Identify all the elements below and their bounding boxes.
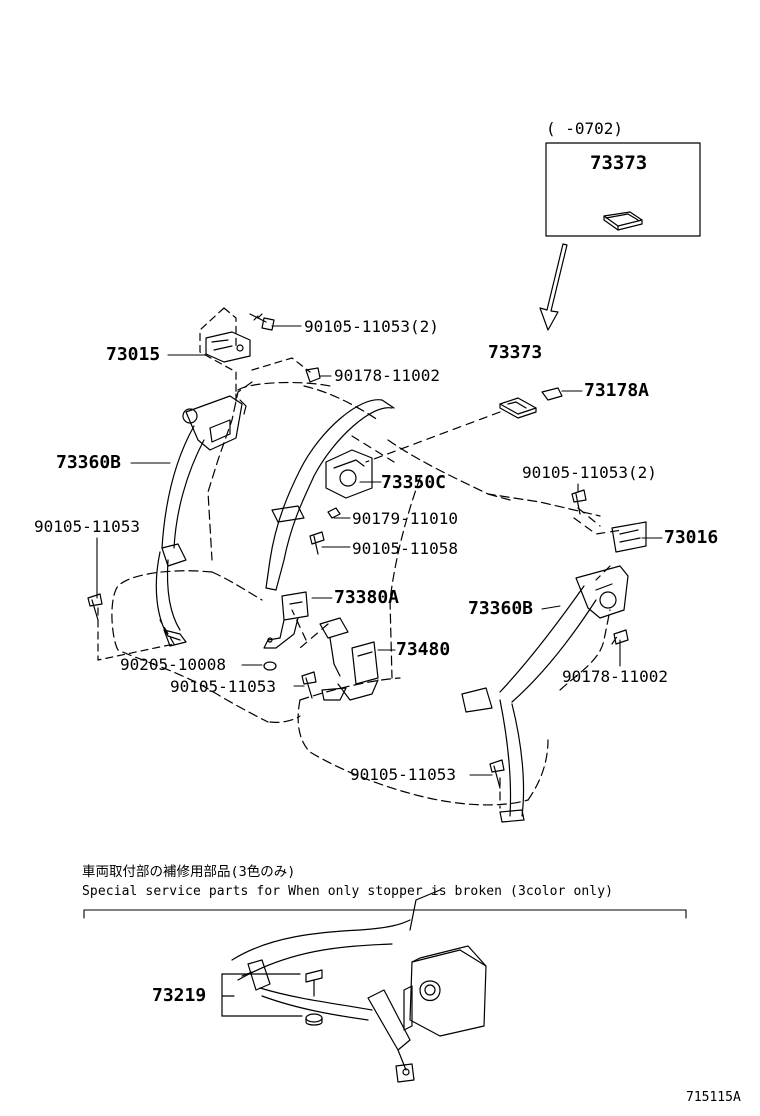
inset-arrow <box>539 243 568 331</box>
bolt-top <box>249 313 275 331</box>
seat-cushion-outline <box>111 570 611 806</box>
label-73016: 73016 <box>664 527 719 548</box>
inset-date-range: ( -0702) <box>546 119 624 138</box>
bottom-detail-drawing <box>221 889 487 1083</box>
label-73373: 73373 <box>488 342 543 363</box>
inset-box <box>545 142 701 237</box>
note-japanese: 車両取付部の補修用部品(3色のみ) <box>82 864 296 880</box>
label-90105-11053-mid: 90105-11053 <box>170 677 276 696</box>
bolt-right-top <box>571 489 587 515</box>
label-73360b-left: 73360B <box>56 452 122 473</box>
bolt-center <box>309 531 325 555</box>
label-90105-11053-bottom: 90105-11053 <box>350 765 456 784</box>
leader-lines <box>96 325 663 776</box>
nut-top <box>305 367 321 383</box>
label-90105-11058: 90105-11058 <box>352 539 458 558</box>
spacer-90205 <box>263 661 277 671</box>
label-73219: 73219 <box>152 985 207 1006</box>
label-90178-11002-right: 90178-11002 <box>562 667 668 686</box>
nut-right <box>613 629 629 645</box>
retractor-73350c <box>325 449 373 519</box>
label-73360b-right: 73360B <box>468 598 534 619</box>
diagram-code: 715115A <box>686 1090 741 1105</box>
label-90105-11053-left: 90105-11053 <box>34 517 140 536</box>
anchor-bracket-73016 <box>611 521 647 553</box>
label-90179-11010: 90179-11010 <box>352 509 458 528</box>
bolt-mid <box>301 671 317 699</box>
left-belt-assembly <box>155 395 247 647</box>
label-90105-11053-2-right: 90105-11053(2) <box>522 463 657 482</box>
inset-part-drawing <box>603 211 643 231</box>
buckle-73380a <box>263 591 309 649</box>
buckle-73480 <box>319 617 379 701</box>
label-73380a: 73380A <box>334 587 400 608</box>
label-90105-11053-2-top: 90105-11053(2) <box>304 317 439 336</box>
inset-part-label: 73373 <box>590 152 648 174</box>
stopper-73373 <box>499 387 563 419</box>
label-90178-11002-top: 90178-11002 <box>334 366 440 385</box>
label-73015: 73015 <box>106 344 161 365</box>
note-english: Special service parts for When only stop… <box>82 884 614 899</box>
label-90205-10008: 90205-10008 <box>120 655 226 674</box>
label-73178a: 73178A <box>584 380 650 401</box>
left-anchor-outline <box>97 607 175 661</box>
label-73480: 73480 <box>396 639 451 660</box>
right-belt-assembly <box>461 565 629 823</box>
seat-back-outline <box>207 381 601 679</box>
anchor-bracket-outline <box>199 307 311 405</box>
note-bracket <box>83 909 687 919</box>
label-73350c: 73350C <box>381 472 447 493</box>
bolt-bottom <box>489 759 505 789</box>
center-belt <box>265 399 395 591</box>
bolt-left <box>87 593 103 621</box>
guide-dashed-lines <box>291 411 623 809</box>
anchor-bracket-73015 <box>205 331 251 363</box>
